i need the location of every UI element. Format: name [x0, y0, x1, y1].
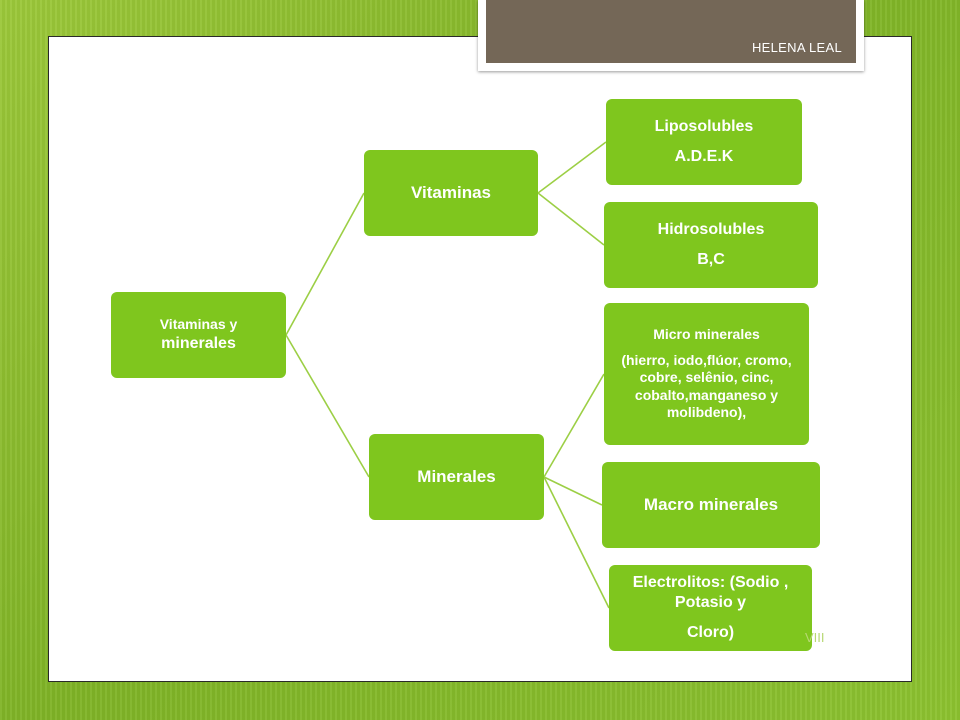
node-label: B,C [697, 251, 725, 268]
node-label: (hierro, iodo,flúor, cromo, cobre, selên… [621, 351, 792, 421]
footer-partial-text: VIII [805, 630, 825, 645]
node-label: Vitaminas y [159, 316, 238, 333]
node-label: Macro minerales [643, 495, 779, 515]
node-label: Hidrosolubles [657, 221, 765, 238]
node-label: Liposolubles [654, 118, 754, 135]
author-name: HELENA LEAL [751, 40, 842, 55]
node-label: Vitaminas [410, 183, 491, 203]
node-label: Potasio y [674, 594, 747, 611]
node-vitaminas-y-minerales: Vitaminas y minerales [111, 292, 286, 378]
node-label: Minerales [417, 467, 496, 487]
node-minerales: Minerales [369, 434, 544, 520]
node-micro-minerales: Micro minerales (hierro, iodo,flúor, cro… [604, 303, 809, 445]
node-liposolubles: Liposolubles A.D.E.K [606, 99, 802, 185]
node-label: Electrolitos: (Sodio , [632, 574, 789, 591]
node-label: minerales [161, 334, 236, 352]
author-tab: HELENA LEAL [486, 0, 856, 63]
node-macro-minerales: Macro minerales [602, 462, 820, 548]
node-label: Cloro) [686, 624, 735, 641]
node-electrolitos: Electrolitos: (Sodio , Potasio y Cloro) [609, 565, 812, 651]
node-label: Micro minerales [653, 326, 760, 343]
node-hidrosolubles: Hidrosolubles B,C [604, 202, 818, 288]
node-label: A.D.E.K [674, 148, 734, 165]
node-vitaminas: Vitaminas [364, 150, 538, 236]
